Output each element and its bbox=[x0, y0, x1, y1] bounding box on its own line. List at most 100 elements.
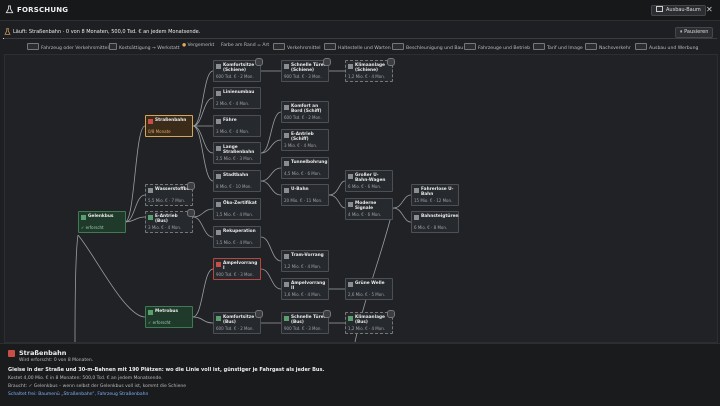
traffic-light-icon bbox=[216, 262, 221, 267]
pause-button[interactable]: ⏸ Pausieren bbox=[675, 27, 714, 38]
node-cost: 600 Tsd. € · 2 Mon. bbox=[216, 74, 254, 79]
node-name: Ampelvorrang I bbox=[223, 261, 258, 271]
node-schnelle-tueren-schiene[interactable]: Schnelle Türen (Schiene)900 Tsd. € · 3 M… bbox=[281, 58, 331, 82]
lock-icon bbox=[187, 182, 195, 190]
legend-transport: Verkehrsmittel bbox=[273, 43, 320, 51]
node-e-antrieb-schiff[interactable]: E-Antrieb (Schiff)3 Mio. € · 4 Mon. bbox=[281, 129, 329, 151]
node-schnelle-tueren-bus[interactable]: Schnelle Türen (Bus)900 Tsd. € · 3 Mon. bbox=[281, 310, 331, 334]
door-icon bbox=[284, 316, 289, 321]
tree-icon bbox=[656, 6, 663, 12]
legend-label: Haltestelle und Warten bbox=[338, 46, 391, 51]
research-tree-canvas[interactable]: Gelenkbus ✓ erforscht Straßenbahn 0/8 Mo… bbox=[4, 54, 718, 343]
node-cost: 4 Mio. € · 6 Mon. bbox=[348, 212, 382, 217]
close-icon[interactable]: ✕ bbox=[706, 5, 713, 14]
legend-tariff: Tarif und Image bbox=[533, 43, 583, 51]
node-name: Wasserstoffbus bbox=[155, 187, 193, 192]
node-cost: 6 Mio. € · 8 Mon. bbox=[414, 225, 448, 230]
legend-swatch bbox=[585, 43, 597, 50]
node-cost: 20 Mio. € · 11 Mon. bbox=[284, 198, 323, 203]
detail-subtitle: Wird erforscht: 0 von 8 Monaten. bbox=[19, 358, 94, 363]
node-metrobus[interactable]: Metrobus ✓ erforscht bbox=[145, 306, 193, 328]
priority-icon bbox=[284, 254, 289, 259]
legend-swatch bbox=[464, 43, 476, 50]
node-komfort-an-bord-schiff[interactable]: Komfort an Bord (Schiff)600 Tsd. € · 2 M… bbox=[281, 101, 329, 123]
subway-icon bbox=[348, 174, 353, 179]
node-cost: 4,5 Mio. € · 6 Mon. bbox=[284, 171, 321, 176]
legend-fleet: Fahrzeuge und Betrieb bbox=[464, 43, 530, 51]
node-cost: 1,2 Mio. € · 4 Mon. bbox=[348, 74, 385, 79]
electric-icon bbox=[148, 215, 153, 220]
node-name: Gelenkbus bbox=[88, 214, 114, 219]
lock-icon bbox=[187, 209, 195, 217]
node-cost: 1,5 Mio. € · 4 Mon. bbox=[216, 212, 253, 217]
bus-icon bbox=[148, 310, 153, 315]
legend-label: Vergemerkt bbox=[187, 43, 215, 48]
node-cost: 1,5 Mio. € · 4 Mon. bbox=[216, 240, 253, 245]
subway-icon bbox=[284, 188, 289, 193]
recuperation-icon bbox=[216, 230, 221, 235]
detail-title: Straßenbahn bbox=[19, 349, 67, 357]
flask-icon bbox=[5, 5, 14, 14]
node-cost: 900 Tsd. € · 3 Mon. bbox=[216, 272, 254, 277]
detail-panel bbox=[0, 343, 720, 406]
node-cost: 600 Tsd. € · 2 Mon. bbox=[284, 115, 322, 120]
node-u-bahn[interactable]: U-Bahn 20 Mio. € · 11 Mon. bbox=[281, 184, 329, 206]
door-icon bbox=[284, 64, 289, 69]
legend-swatch bbox=[635, 43, 647, 50]
legend-stops: Haltestelle und Warten bbox=[324, 43, 391, 51]
detail-cost: Kostet 4,00 Mio. € in 8 Monaten: 500,0 T… bbox=[8, 376, 163, 381]
legend-swatch bbox=[392, 43, 404, 50]
seat-icon bbox=[216, 64, 221, 69]
bus-icon bbox=[81, 215, 86, 220]
node-name: Tunnelbohrung bbox=[291, 160, 328, 165]
node-wasserstoffbus[interactable]: Wasserstoffbus 5,5 Mio. € · 7 Mon. bbox=[145, 182, 195, 206]
star-icon: ● bbox=[182, 43, 187, 48]
traffic-light-icon bbox=[284, 282, 289, 287]
dependency-lines bbox=[74, 70, 412, 342]
legend-night: Nachsverkehr bbox=[585, 43, 631, 51]
node-komfortsitze-schiene[interactable]: Komfortsitze (Schiene)600 Tsd. € · 2 Mon… bbox=[213, 58, 263, 82]
detail-description: Gleise in der Straße und 30-m-Bahnen mit… bbox=[8, 367, 325, 373]
node-komfortsitze-bus[interactable]: Komfortsitze (Bus)600 Tsd. € · 2 Mon. bbox=[213, 310, 263, 334]
node-tunnelbohrung[interactable]: Tunnelbohrung 4,5 Mio. € · 6 Mon. bbox=[281, 157, 329, 179]
node-name: Klimaanlage (Schiene) bbox=[355, 63, 385, 73]
node-e-antrieb-bus[interactable]: E-Antrieb (Bus) 3 Mio. € · 4 Mon. bbox=[145, 209, 195, 233]
node-name: Komfortsitze (Bus) bbox=[223, 315, 255, 325]
node-name: Lange Straßenbahn bbox=[223, 145, 255, 155]
node-cost: 0/8 Monate bbox=[148, 129, 171, 134]
tram-icon bbox=[216, 174, 221, 179]
node-name: Ampelvorrang II bbox=[291, 281, 326, 291]
node-gelenkbus[interactable]: Gelenkbus ✓ erforscht bbox=[78, 211, 126, 233]
electric-icon bbox=[284, 133, 289, 138]
legend-label: Farbe am Rand = Art bbox=[221, 43, 270, 48]
ausbau-baum-label: Ausbau-Baum bbox=[666, 7, 701, 13]
lock-icon bbox=[387, 58, 395, 66]
node-klimaanlage-schiene[interactable]: Klimaanlage (Schiene)1,2 Mio. € · 4 Mon. bbox=[345, 58, 395, 82]
node-klimaanlage-bus[interactable]: Klimaanlage (Bus)1,2 Mio. € · 4 Mon. bbox=[345, 310, 395, 334]
ausbau-baum-button[interactable]: Ausbau-Baum bbox=[651, 5, 706, 16]
node-cost: 900 Tsd. € · 3 Mon. bbox=[284, 326, 322, 331]
tram-icon bbox=[216, 146, 221, 151]
node-name: U-Bahn bbox=[291, 187, 309, 192]
node-name: Straßenbahn bbox=[155, 118, 187, 123]
legend-label: Fahrzeug oder Verkehrsmittel bbox=[41, 46, 109, 51]
legend-expansion: Ausbau und Werbung bbox=[635, 43, 698, 51]
node-strassenbahn[interactable]: Straßenbahn 0/8 Monate bbox=[145, 115, 193, 137]
detail-unlocks[interactable]: Schaltet frei: Baumenü „Straßenbahn“, Fa… bbox=[8, 392, 149, 397]
legend-noted: ● Vergemerkt bbox=[182, 43, 214, 48]
node-cost: 3 Mio. € · 4 Mon. bbox=[216, 129, 250, 134]
